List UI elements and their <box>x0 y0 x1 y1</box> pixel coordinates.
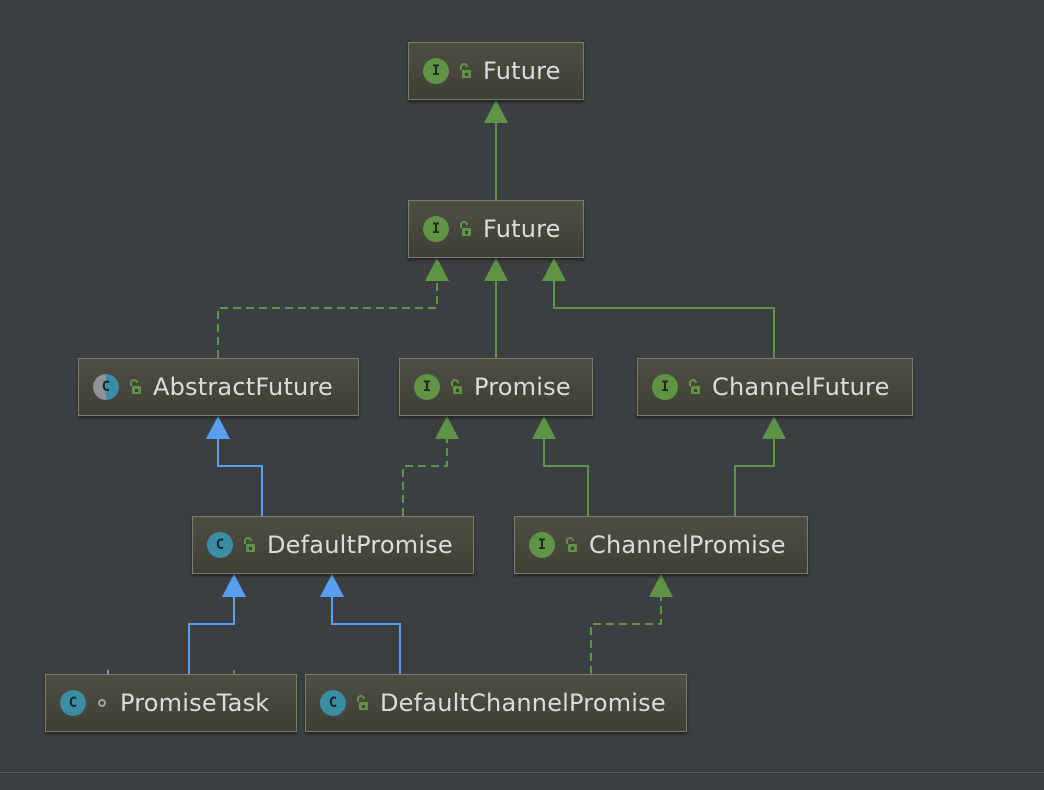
public-visibility-icon <box>689 379 700 394</box>
class-node-label: Future <box>483 57 561 85</box>
class-node-label: ChannelPromise <box>589 531 786 559</box>
class-node-default-channel-promise[interactable]: C DefaultChannelPromise <box>305 674 687 732</box>
public-visibility-icon <box>244 537 255 552</box>
interface-icon: I <box>529 532 555 558</box>
public-visibility-icon <box>460 221 471 236</box>
interface-icon: I <box>652 374 678 400</box>
class-node-future-top[interactable]: I Future <box>408 42 584 100</box>
class-node-label: AbstractFuture <box>153 373 333 401</box>
edge-defaultpromise-to-promise <box>402 416 459 516</box>
class-icon: C <box>320 690 346 716</box>
edge-channelpromise-to-channelfuture <box>734 416 786 516</box>
class-node-default-promise[interactable]: C DefaultPromise <box>192 516 474 574</box>
interface-icon: I <box>414 374 440 400</box>
class-node-future[interactable]: I Future <box>408 200 584 258</box>
edge-channelpromise-to-promise <box>532 416 589 516</box>
public-visibility-icon <box>130 379 141 394</box>
class-node-label: DefaultChannelPromise <box>380 689 666 717</box>
class-node-channel-promise[interactable]: I ChannelPromise <box>514 516 808 574</box>
public-visibility-icon <box>566 537 577 552</box>
class-node-label: PromiseTask <box>120 689 270 717</box>
edge-defaultchannelpromise-to-defaultpromise <box>320 574 401 674</box>
class-node-label: ChannelFuture <box>712 373 890 401</box>
abstract-class-icon: C <box>93 374 119 400</box>
class-node-label: Promise <box>474 373 571 401</box>
panel-divider <box>0 772 1044 773</box>
edge-channelfuture-to-future <box>542 258 775 358</box>
class-icon: C <box>60 690 86 716</box>
class-node-channel-future[interactable]: I ChannelFuture <box>637 358 913 416</box>
edge-promisetask-to-defaultpromise <box>188 574 246 674</box>
edge-abstractfuture-to-future <box>217 258 449 358</box>
edge-future-to-future-top <box>484 100 508 200</box>
class-node-promise-task[interactable]: C PromiseTask <box>45 674 297 732</box>
edge-defaultchannelpromise-to-channelpromise <box>590 574 673 674</box>
public-visibility-icon <box>451 379 462 394</box>
class-node-abstract-future[interactable]: C AbstractFuture <box>78 358 359 416</box>
edge-stub-ticks <box>107 670 235 674</box>
public-visibility-icon <box>357 695 368 710</box>
package-private-visibility-icon <box>98 699 106 707</box>
interface-icon: I <box>423 216 449 242</box>
class-icon: C <box>207 532 233 558</box>
edge-promise-to-future <box>484 258 508 358</box>
class-node-promise[interactable]: I Promise <box>399 358 593 416</box>
edge-defaultpromise-to-abstractfuture <box>206 416 263 516</box>
public-visibility-icon <box>460 63 471 78</box>
interface-icon: I <box>423 58 449 84</box>
class-node-label: DefaultPromise <box>267 531 453 559</box>
class-node-label: Future <box>483 215 561 243</box>
